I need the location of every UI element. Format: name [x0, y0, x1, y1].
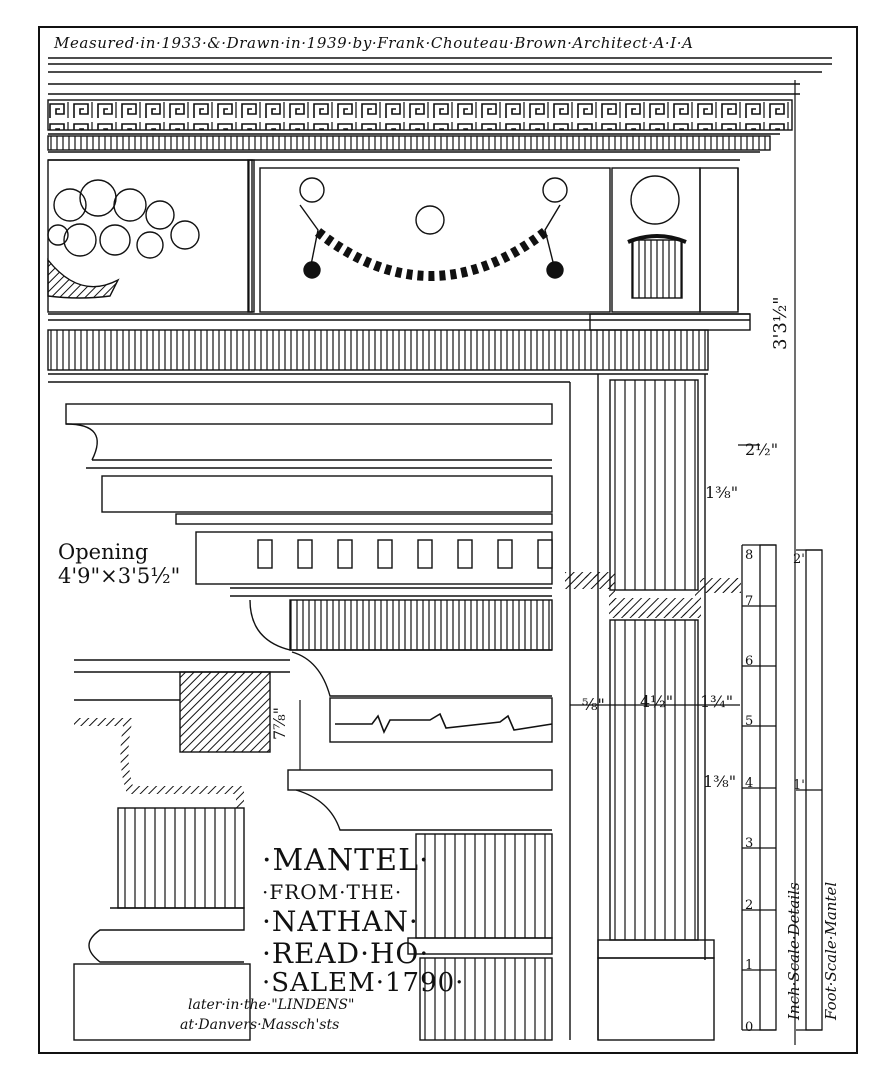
- fruit-basket-carving: [47, 179, 200, 299]
- dim-two-half: 2½": [745, 440, 779, 459]
- small-profile-detail: [73, 659, 290, 1041]
- opening-label: Opening: [58, 540, 149, 564]
- dim-four-half: 4½": [640, 692, 674, 711]
- dim-one-three-eighths-b: 1⅜": [703, 772, 737, 791]
- title-line-4: ·READ·HO·: [262, 937, 430, 970]
- dim-overall-height: 3'3½": [770, 296, 791, 350]
- inch-tick-1: 1: [745, 958, 754, 973]
- dim-seven-seven-eighths: 7⅞": [270, 706, 289, 740]
- title-line-5: ·SALEM·1790·: [262, 968, 465, 998]
- opening-size: 4'9"×3'5½": [58, 564, 181, 588]
- inch-tick-6: 6: [745, 654, 754, 669]
- title-line-3: ·NATHAN·: [262, 905, 419, 938]
- credit-line: Measured·in·1933·&·Drawn·in·1939·by·Fran…: [54, 34, 694, 52]
- wheat-sheaf-carving: [627, 175, 687, 299]
- title-line-1: ·MANTEL·: [262, 843, 430, 878]
- inch-scale: [741, 544, 777, 1031]
- top-cornice: [47, 57, 832, 161]
- inch-tick-0: 0: [745, 1020, 754, 1035]
- inch-tick-7: 7: [745, 594, 754, 609]
- cornice-detail: [65, 403, 553, 1041]
- dimension-lines: [299, 80, 796, 1045]
- garland-swag-carving: [299, 177, 568, 281]
- note-line-1: later·in·the·"LINDENS": [188, 997, 355, 1013]
- inch-scale-label: Inch·Scale·Details: [785, 882, 803, 1020]
- dim-one-three-quarters: 1¾": [700, 692, 734, 711]
- note-line-2: at·Danvers·Massch'sts: [180, 1017, 340, 1033]
- architrave: [47, 313, 751, 383]
- inch-tick-5: 5: [745, 714, 754, 729]
- foot-tick-2: 2': [793, 552, 805, 567]
- foot-scale-label: Foot·Scale·Mantel: [822, 881, 840, 1020]
- dim-one-three-eighths-a: 1⅜": [705, 483, 739, 502]
- dim-five-eighths: ⅝": [582, 695, 605, 714]
- foot-tick-1: 1': [793, 778, 805, 793]
- foot-scale: [796, 549, 823, 1031]
- inch-tick-8: 8: [745, 548, 754, 563]
- inch-tick-4: 4: [745, 776, 754, 791]
- right-pilaster: [565, 168, 741, 1041]
- inch-tick-2: 2: [745, 898, 754, 913]
- inch-tick-3: 3: [745, 836, 754, 851]
- drawing-border: [38, 26, 858, 1054]
- title-line-2: ·FROM·THE·: [262, 880, 403, 904]
